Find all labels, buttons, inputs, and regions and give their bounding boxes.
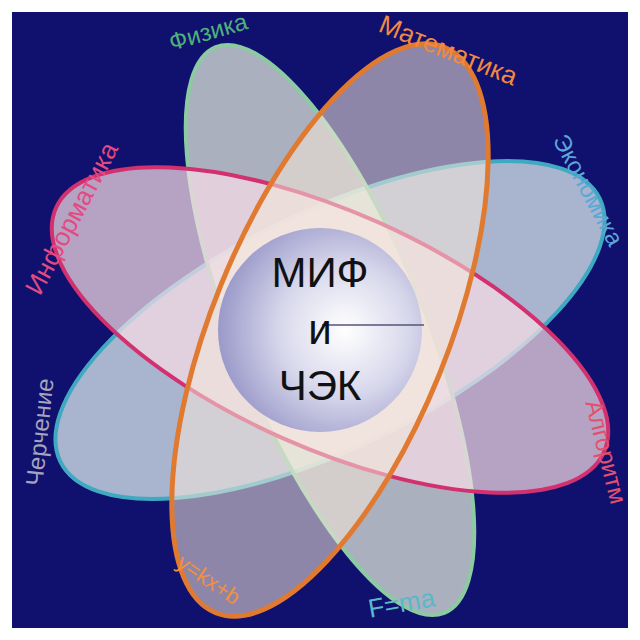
nucleus-node: МИФ и ЧЭК [220,228,420,432]
mathematics-orbit [106,3,553,640]
nucleus-text: МИФ и ЧЭК [235,245,405,415]
nucleus-disc [218,228,422,432]
nucleus-line [322,324,424,326]
